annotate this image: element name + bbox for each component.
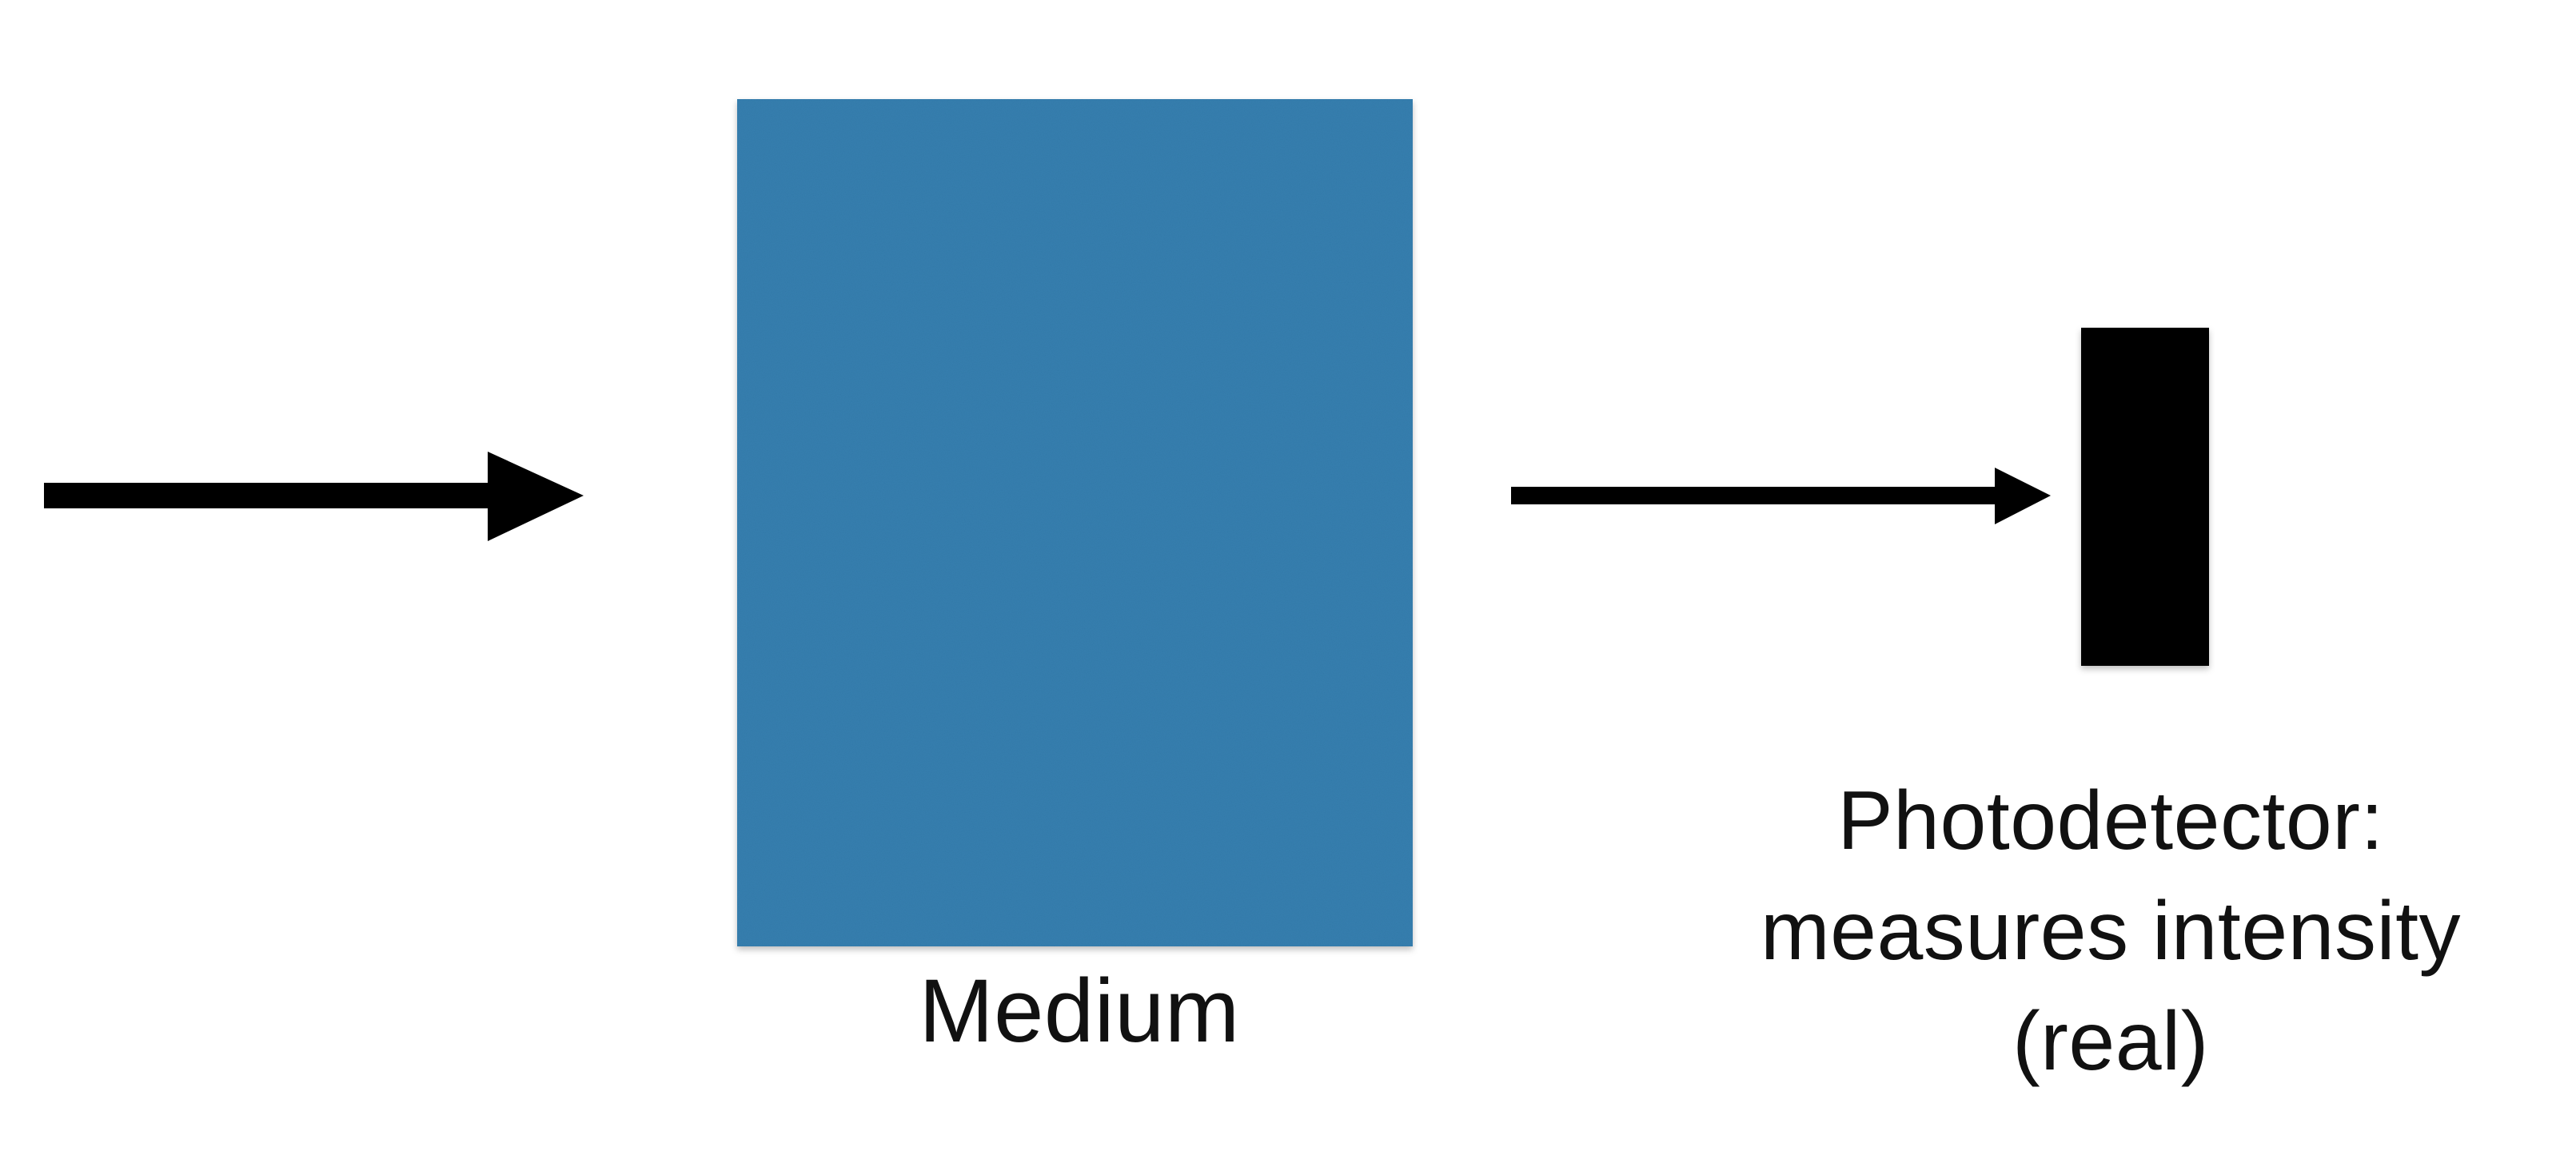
photodetector-label: Photodetector: measures intensity (real) (1687, 766, 2534, 1097)
input-arrow-head (488, 452, 584, 541)
medium-texture (737, 99, 1413, 946)
photodetector-label-line3: (real) (2012, 995, 2209, 1088)
output-arrow-shaft (1511, 487, 2007, 504)
photodetector-label-line2: measures intensity (1760, 885, 2462, 978)
input-arrow-shaft (44, 483, 492, 508)
photodetector-label-line1: Photodetector: (1837, 775, 2384, 867)
input-arrow-icon (44, 452, 584, 541)
output-arrow-icon (1511, 468, 2051, 524)
output-arrow-head (1995, 468, 2051, 524)
medium-label: Medium (919, 961, 1240, 1061)
photodetector-block (2081, 328, 2209, 666)
